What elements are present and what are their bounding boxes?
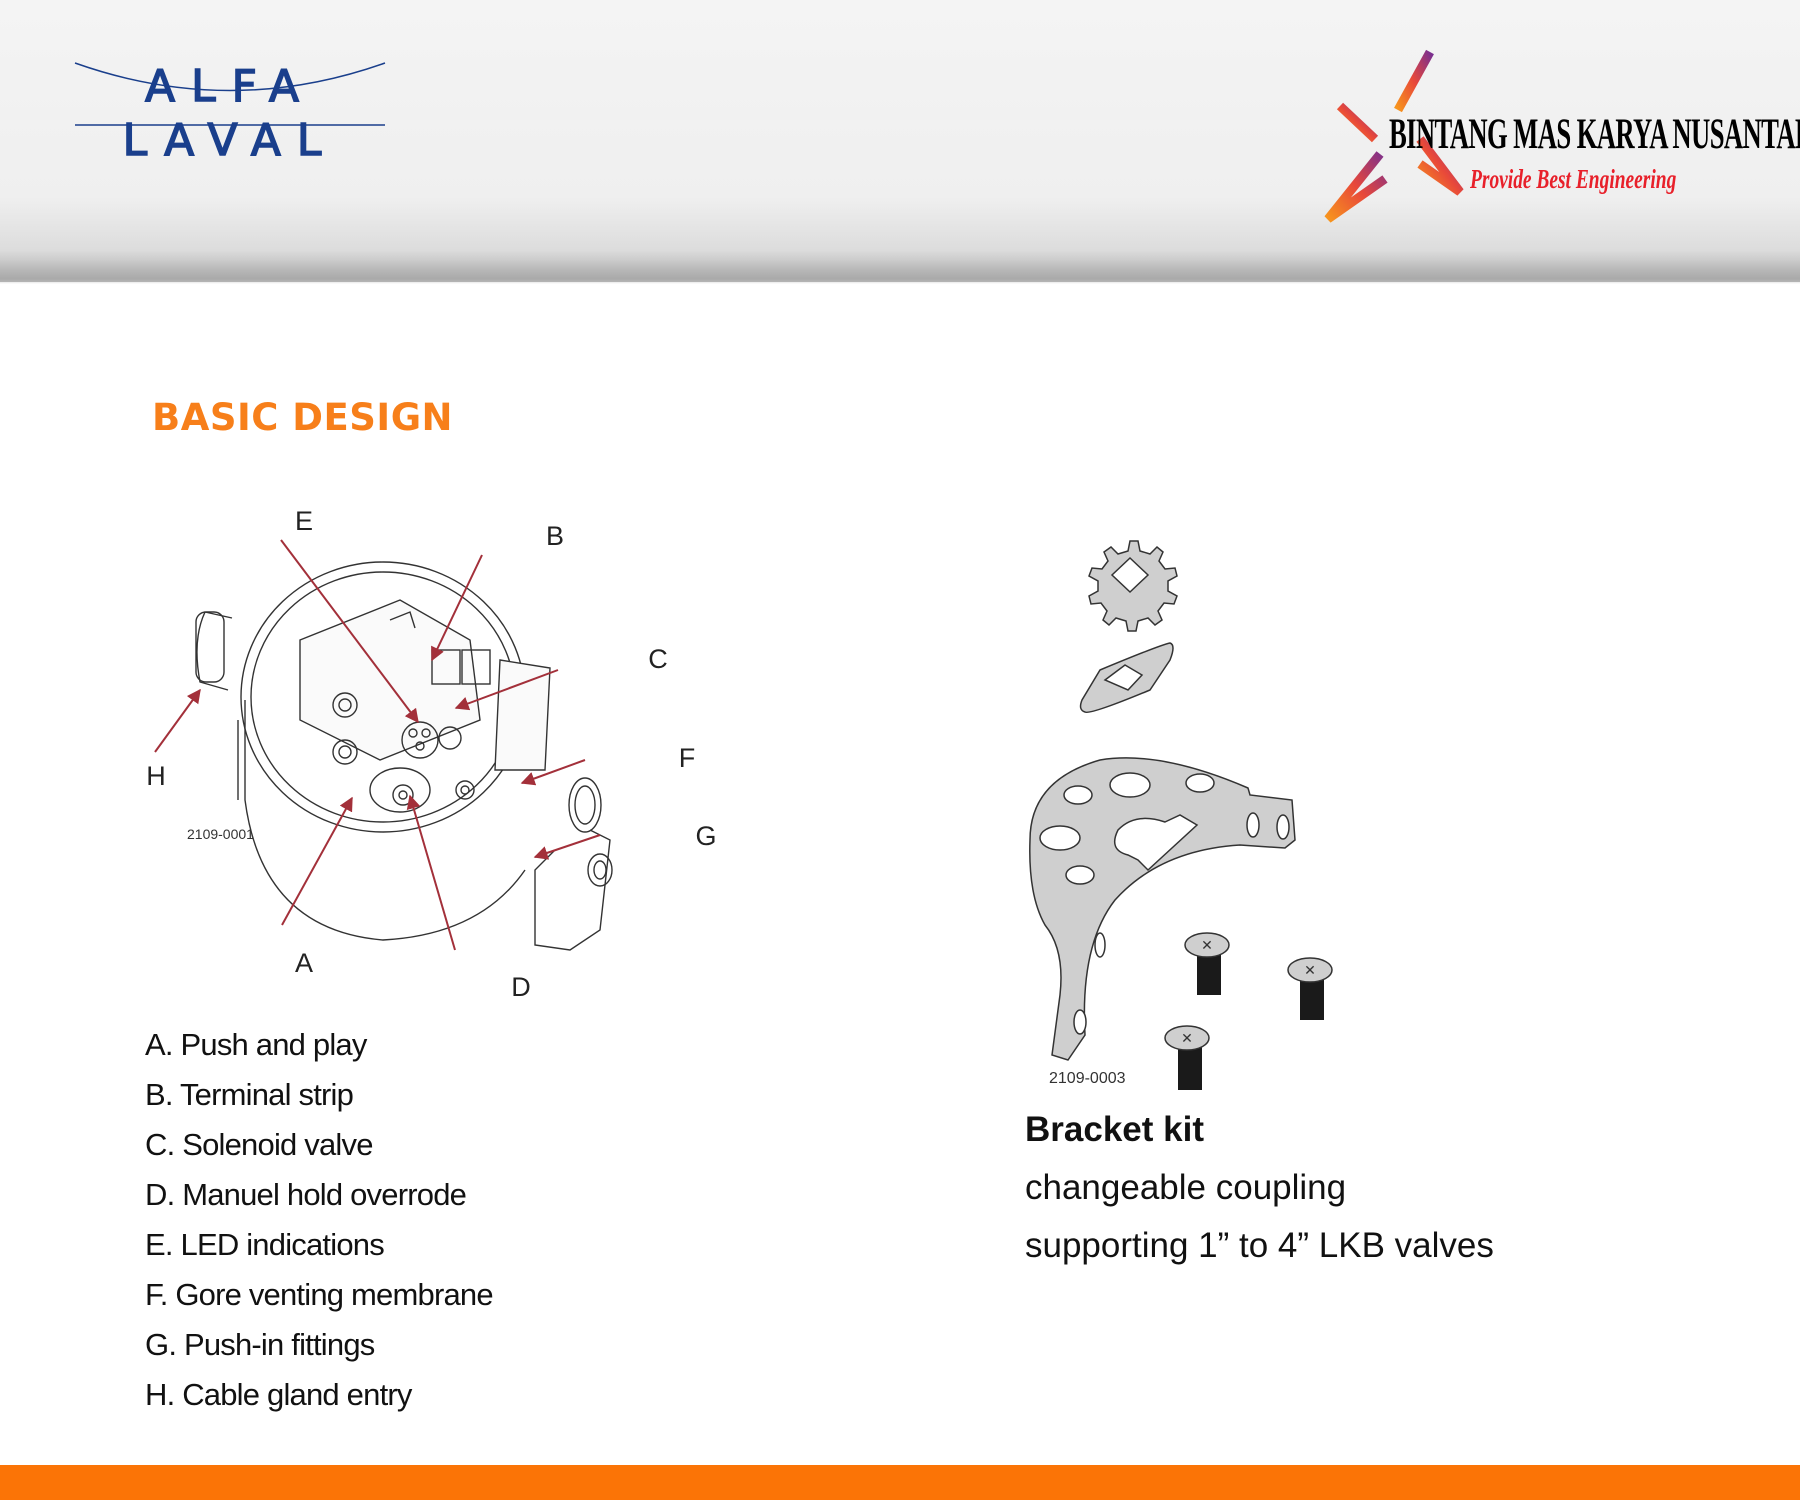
bracket-kit-drawing: ✕ ✕ ✕ 2109-0003 <box>1029 540 1333 1090</box>
coupling-gear <box>1088 540 1178 632</box>
mounting-bracket <box>1029 757 1296 1061</box>
svg-text:✕: ✕ <box>1304 962 1316 978</box>
coupling-plate <box>1079 642 1174 714</box>
arrow-f <box>520 759 586 786</box>
screw: ✕ <box>1184 932 1230 995</box>
header-banner: ALFA LAVAL BINTANG MAS KARYA NUSANTARA P… <box>0 0 1800 284</box>
feature-item: C. Solenoid valve <box>145 1127 373 1162</box>
callout-label-a: A <box>295 948 313 978</box>
feature-list: A. Push and play B. Terminal strip C. So… <box>145 1022 494 1422</box>
arrow-a <box>281 796 353 926</box>
feature-item: H. Cable gland entry <box>145 1377 412 1412</box>
svg-text:✕: ✕ <box>1181 1030 1193 1046</box>
basic-design-diagram: E B C F G H A D 2109-0001 <box>146 506 716 1002</box>
alfa-laval-logo-text: ALFA LAVAL <box>122 60 338 167</box>
arrow-b <box>431 554 483 662</box>
callout-arrows <box>154 539 601 951</box>
arrow-e <box>280 539 419 724</box>
bracket-figure-code: 2109-0003 <box>1049 1070 1126 1087</box>
brand-name: BINTANG MAS KARYA NUSANTARA <box>1389 111 1800 158</box>
callout-label-d: D <box>511 972 531 1002</box>
feature-item: G. Push-in fittings <box>145 1327 375 1362</box>
arrow-c <box>454 669 559 711</box>
footer-accent-bar <box>0 1465 1800 1500</box>
header-shadow <box>0 250 1800 284</box>
feature-item: E. LED indications <box>145 1227 385 1262</box>
figure-code: 2109-0001 <box>187 826 254 842</box>
feature-item: D. Manuel hold overrode <box>145 1177 467 1212</box>
arrow-d <box>406 794 456 951</box>
actuator-housing-drawing <box>195 561 613 951</box>
callout-label-e: E <box>295 506 313 536</box>
callout-label-g: G <box>695 821 716 851</box>
screw: ✕ <box>1287 957 1333 1020</box>
arrow-g <box>533 834 601 860</box>
screw: ✕ <box>1164 1025 1210 1090</box>
screws: ✕ ✕ ✕ <box>1164 932 1333 1090</box>
feature-item: F. Gore venting membrane <box>145 1277 494 1312</box>
callout-label-f: F <box>679 743 696 773</box>
bracket-kit-title: Bracket kit <box>1025 1110 1204 1149</box>
alfa-laval-logo-lines <box>74 62 386 126</box>
bintang-star-logo <box>1324 49 1485 223</box>
callout-label-c: C <box>648 644 668 674</box>
section-title: BASIC DESIGN <box>152 396 454 439</box>
brand-tagline: Provide Best Engineering <box>1470 164 1677 194</box>
arrow-h <box>154 688 201 753</box>
callout-label-b: B <box>546 521 564 551</box>
bracket-desc-line: supporting 1” to 4” LKB valves <box>1025 1226 1494 1265</box>
callout-label-h: H <box>146 761 166 791</box>
feature-item: B. Terminal strip <box>145 1077 354 1112</box>
feature-item: A. Push and play <box>145 1027 367 1062</box>
bracket-desc-line: changeable coupling <box>1025 1168 1347 1207</box>
svg-text:✕: ✕ <box>1201 937 1213 953</box>
